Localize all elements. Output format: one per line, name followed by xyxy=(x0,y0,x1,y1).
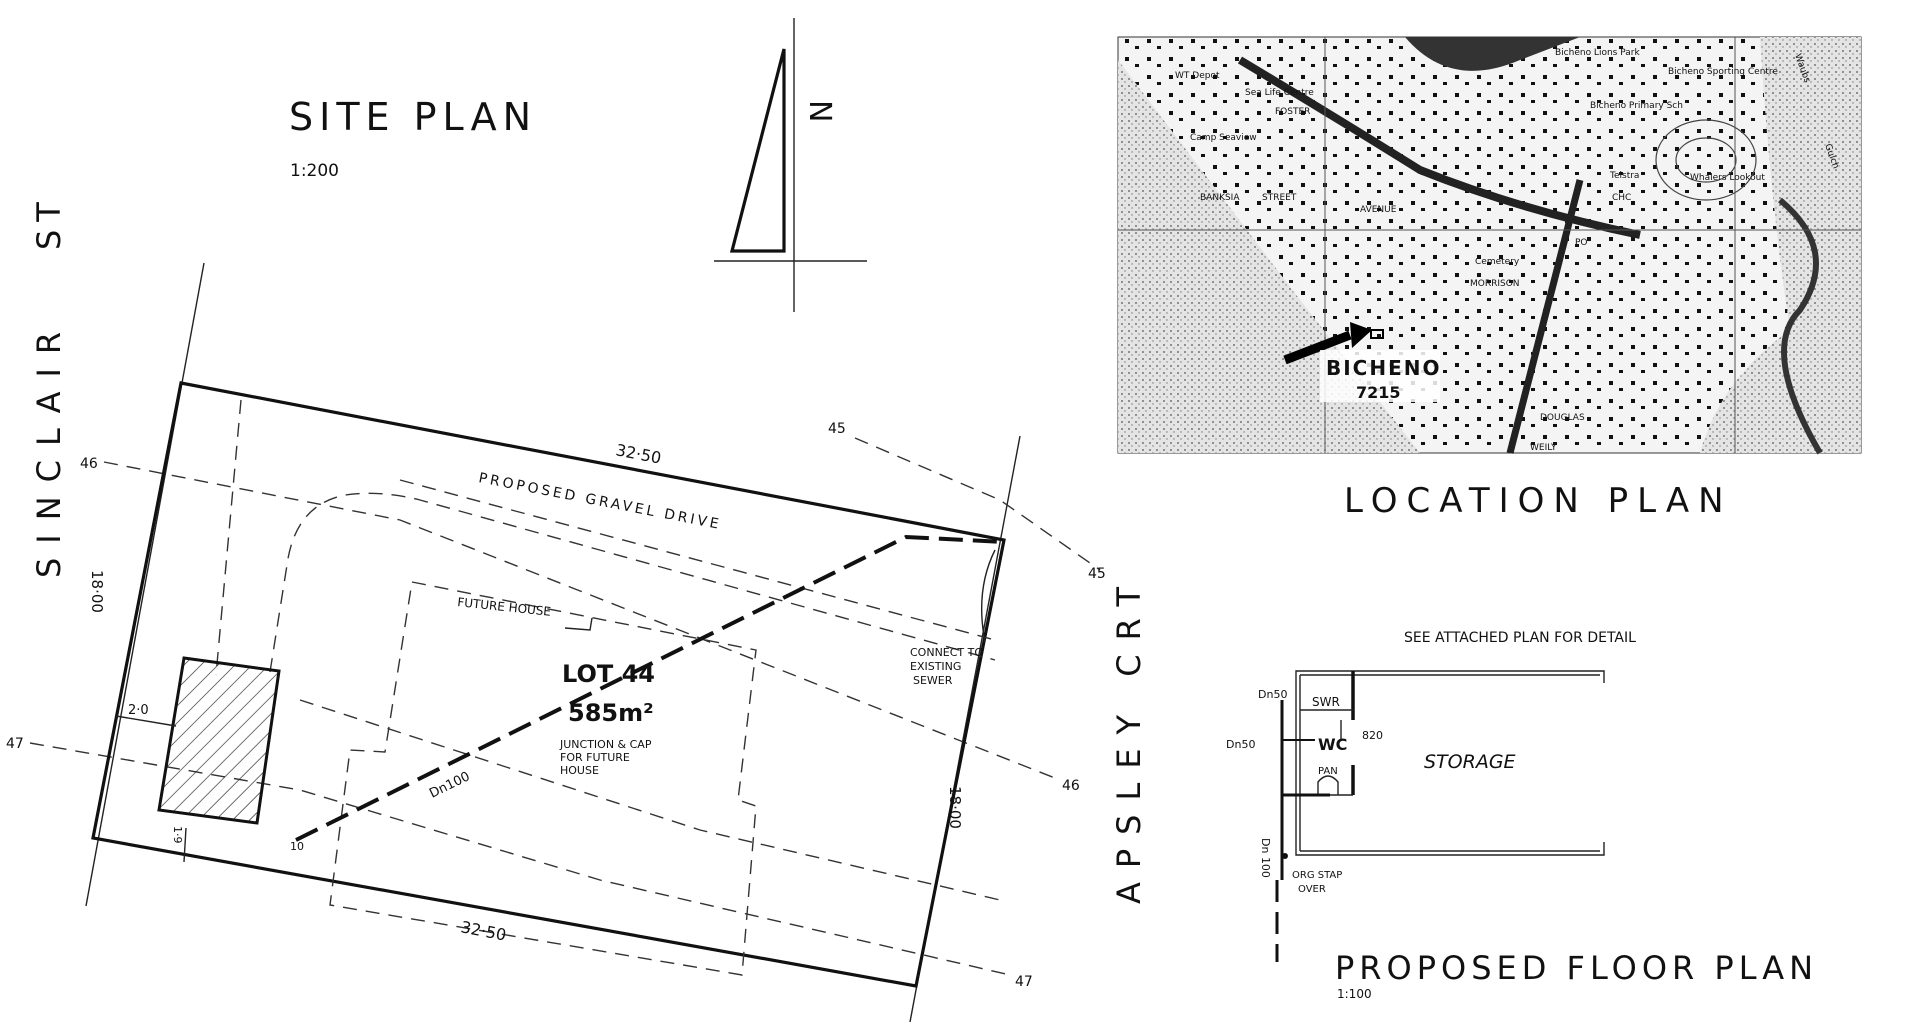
dim-left: 18·00 xyxy=(88,570,106,613)
sewer-label-line-2: EXISTING xyxy=(910,660,961,673)
location-map: Whalers Lookout Waubs Gulch Sea Life Cen… xyxy=(1117,36,1862,455)
dim-setback-rear: 1·9 xyxy=(171,826,184,844)
contour-label-47-left: 47 xyxy=(6,736,24,752)
contour-label-47-right: 47 xyxy=(1015,974,1033,990)
sewer-line xyxy=(295,534,1005,842)
swr-label: SWR xyxy=(1312,695,1340,709)
sewer-leader-arrow xyxy=(981,549,996,643)
map-label-15: Camp Seaview xyxy=(1190,133,1257,143)
setback-dim-line xyxy=(115,715,177,727)
location-plan-title: LOCATION PLAN xyxy=(1344,481,1733,521)
junction-label-line-3: HOUSE xyxy=(560,764,599,777)
rear-dim-line xyxy=(183,827,187,863)
wc-label: WC xyxy=(1318,735,1347,754)
map-label-5: Bicheno Sporting Centre xyxy=(1668,67,1778,77)
pan-label: PAN xyxy=(1318,766,1338,777)
gravel-drive xyxy=(215,399,996,676)
lot-area: 585m² xyxy=(568,699,654,727)
map-label-8: STREET xyxy=(1262,193,1297,203)
org-note-line-2: OVER xyxy=(1298,884,1326,895)
future-house-outline xyxy=(329,581,757,976)
door-width-label: 820 xyxy=(1362,729,1383,742)
north-label: N xyxy=(802,100,837,122)
contour-label-46-right: 46 xyxy=(1062,778,1080,794)
north-arrow-icon: N xyxy=(714,18,867,312)
contour-lines xyxy=(29,437,1101,976)
lot-extension-left xyxy=(85,262,205,907)
map-label-4: Bicheno Lions Park xyxy=(1555,48,1640,58)
pipe-label-dn50-mid: Dn50 xyxy=(1226,738,1255,751)
floor-plan-note: SEE ATTACHED PLAN FOR DETAIL xyxy=(1404,630,1636,646)
pipe-label: Dn100 xyxy=(427,769,472,801)
sewer-label-line-3: SEWER xyxy=(913,674,953,687)
org-note-line-1: ORG STAP xyxy=(1292,870,1342,881)
street-sinclair-suffix: ST xyxy=(30,194,68,250)
dim-setback-side: 2·0 xyxy=(128,703,149,718)
room-label-storage: STORAGE xyxy=(1424,751,1516,773)
map-label-9: BANKSIA xyxy=(1200,193,1240,203)
site-plan-title: SITE PLAN xyxy=(289,95,537,139)
floor-plan-walls xyxy=(1275,670,1605,962)
floor-plan-title: PROPOSED FLOOR PLAN xyxy=(1335,949,1818,987)
dim-bottom: 32·50 xyxy=(459,917,508,944)
map-label-11: MORRISON xyxy=(1470,279,1520,289)
map-label-17: PO xyxy=(1575,238,1588,248)
map-label-10: AVENUE xyxy=(1360,205,1397,215)
site-plan: SITE PLAN 1:200 N 46 47 45 45 46 47 xyxy=(6,18,1148,1023)
site-plan-scale: 1:200 xyxy=(290,161,339,181)
contour-label-46-left: 46 xyxy=(80,456,98,472)
map-label-14: WT Depot xyxy=(1175,71,1220,81)
pipe-label-dn100: Dn 100 xyxy=(1259,838,1272,878)
map-postcode: 7215 xyxy=(1356,383,1401,402)
floor-plan-scale: 1:100 xyxy=(1337,987,1372,1001)
contour-label-45-top: 45 xyxy=(828,421,846,437)
sewer-label-line-1: CONNECT TO xyxy=(910,646,983,659)
lot-boundary xyxy=(91,381,1006,988)
junction-label-line-1: JUNCTION & CAP xyxy=(559,738,652,751)
dim-top: 32·50 xyxy=(614,440,663,467)
map-label-3: Sea Life Centre xyxy=(1245,88,1314,98)
map-town: BICHENO xyxy=(1326,356,1442,380)
future-house-label: FUTURE HOUSE xyxy=(457,595,552,619)
map-label-18: CHC xyxy=(1612,193,1631,203)
street-sinclair: SINCLAIR xyxy=(30,318,68,578)
map-label-13: DOUGLAS xyxy=(1540,413,1585,423)
street-apsley: APSLEY CRT xyxy=(1110,573,1148,904)
future-house-leader xyxy=(564,617,593,631)
map-label-12: Cemetery xyxy=(1475,257,1520,267)
map-label-19: WEILY xyxy=(1530,443,1557,453)
floor-plan: SEE ATTACHED PLAN FOR DETAIL Dn50 SWR Dn… xyxy=(1226,630,1818,1001)
lot-label: LOT 44 xyxy=(562,660,655,688)
proposed-shed xyxy=(157,656,281,825)
dim-right: 18·00 xyxy=(946,786,964,829)
junction-label-line-2: FOR FUTURE xyxy=(560,751,630,764)
contour-label-45-right: 45 xyxy=(1088,566,1106,582)
pipe-label-dn50-top: Dn50 xyxy=(1258,688,1287,701)
map-label-0: Whalers Lookout xyxy=(1690,173,1765,183)
map-label-16: Telstra xyxy=(1609,171,1639,181)
invert-level: 10 xyxy=(290,840,304,853)
location-plan: Whalers Lookout Waubs Gulch Sea Life Cen… xyxy=(1117,36,1862,521)
map-label-7: FOSTER xyxy=(1275,107,1310,117)
map-label-6: Bicheno Primary Sch xyxy=(1590,101,1683,111)
